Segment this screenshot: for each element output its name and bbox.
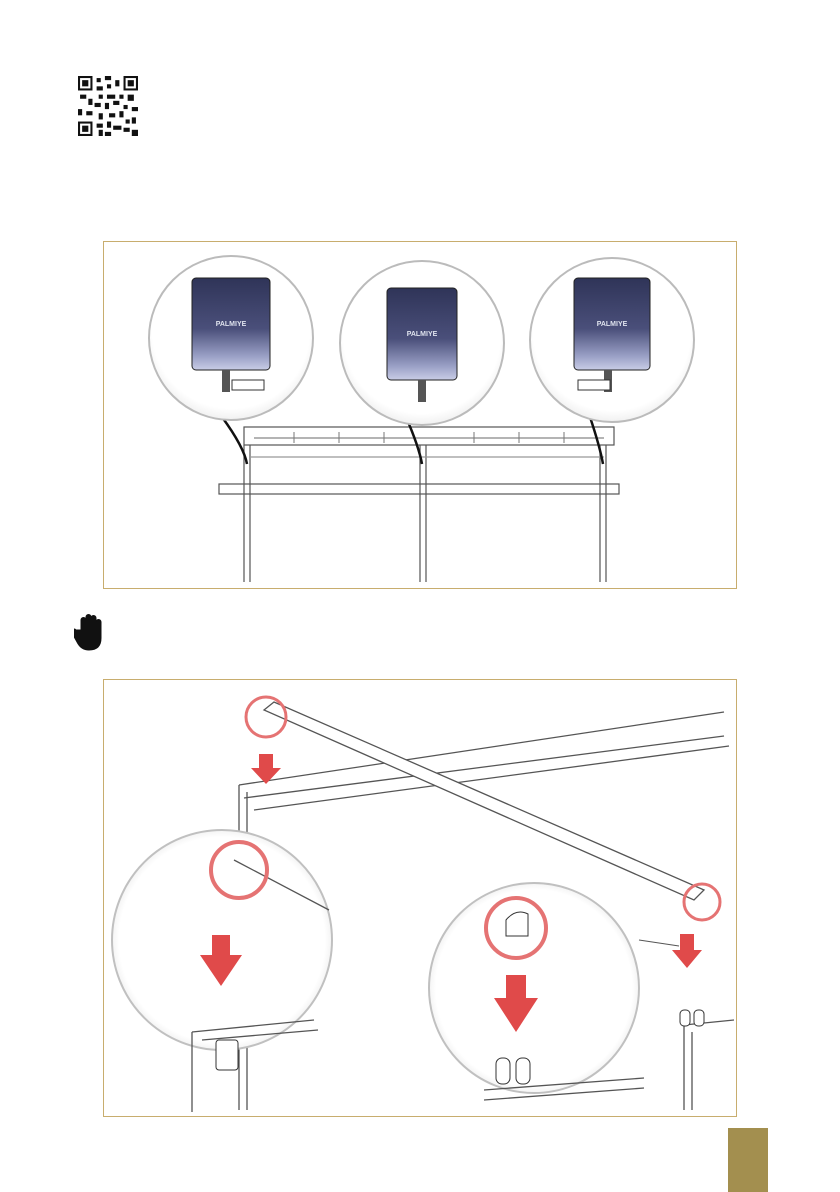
stop-hand-icon <box>74 612 106 652</box>
callout-tag <box>578 380 610 390</box>
callout-tag <box>232 380 264 390</box>
rail-mounting-figure <box>103 679 737 1117</box>
page-number-tab <box>728 1128 768 1192</box>
motor-brand-label: PALMIYE <box>407 331 438 338</box>
motor-wiring-figure: PALMIYE PALMIYE PALMIYE <box>103 241 737 589</box>
qr-code-icon <box>78 76 138 136</box>
motor-brand-label: PALMIYE <box>597 321 628 328</box>
motor-brand-label: PALMIYE <box>216 321 247 328</box>
